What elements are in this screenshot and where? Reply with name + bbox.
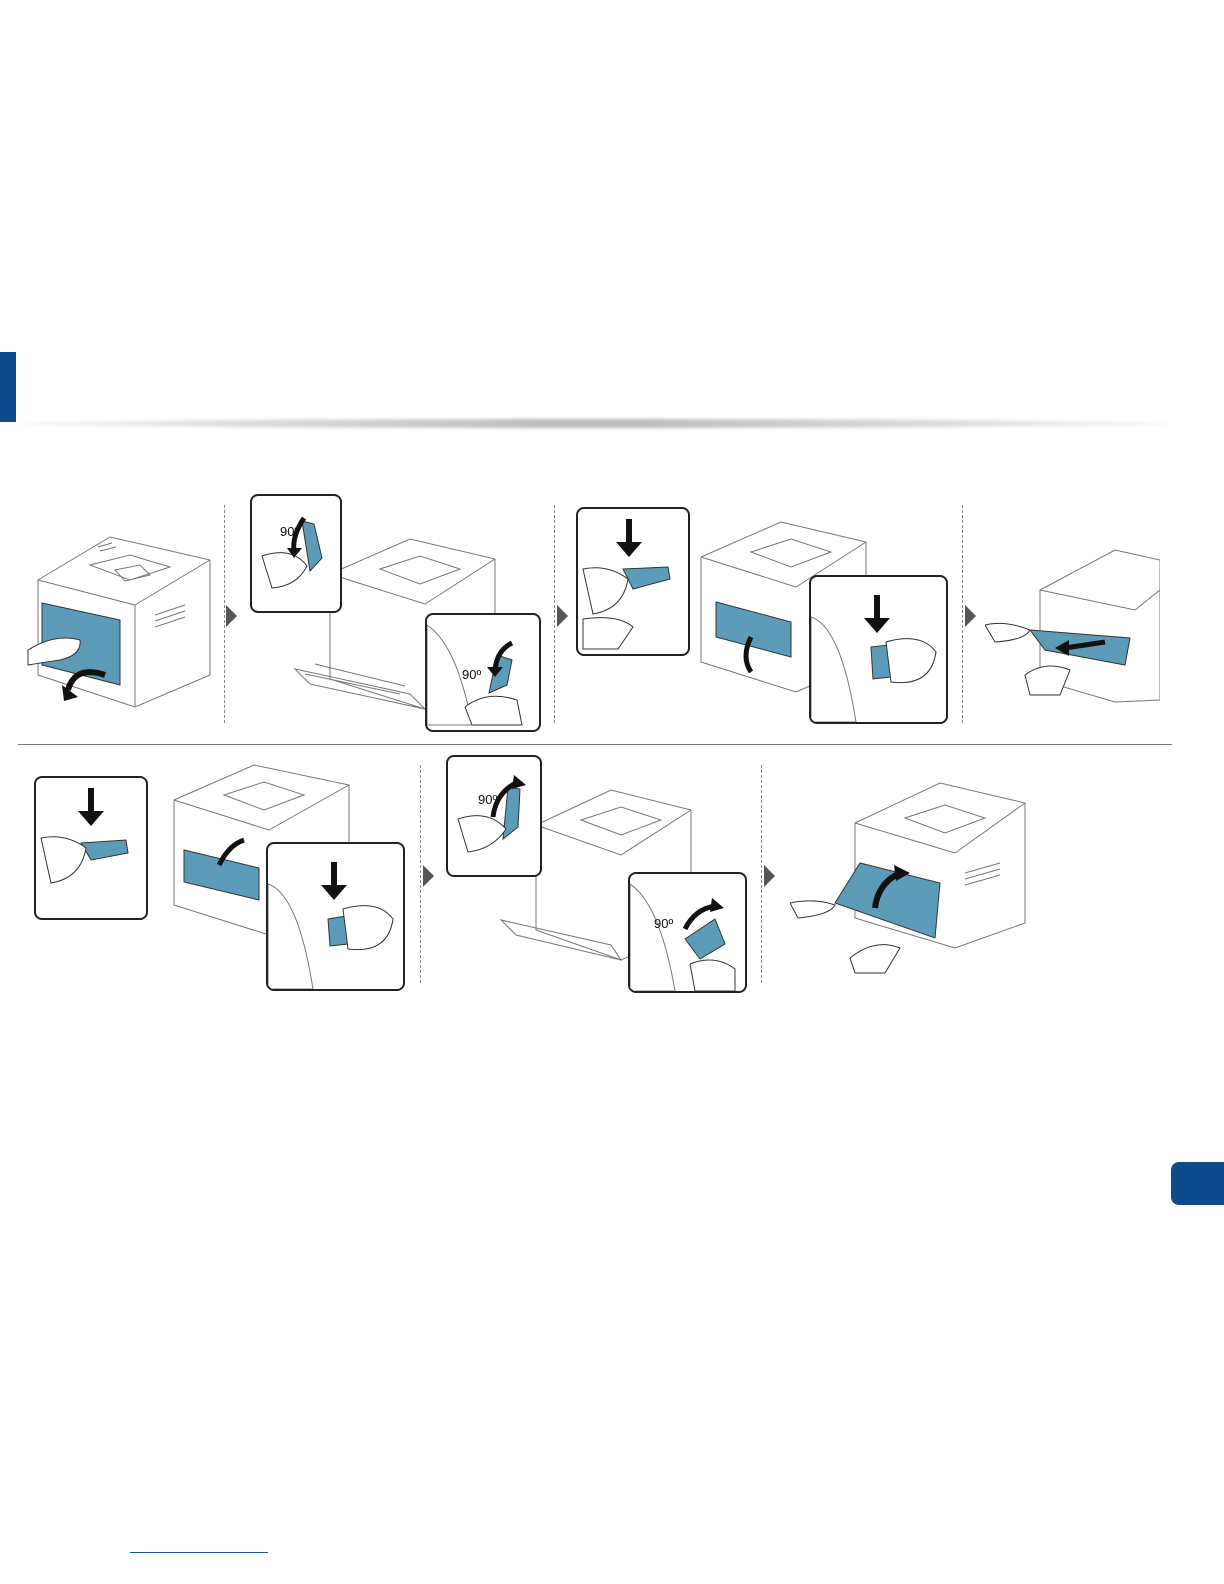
step-5-illustration [34, 760, 406, 990]
step-2-lower-inset: 90º [425, 613, 541, 732]
step-divider [554, 505, 555, 723]
step-3-right-inset [809, 575, 948, 724]
rotation-label: 90º [478, 792, 497, 807]
step-divider [224, 505, 225, 723]
rotation-label: 90º [462, 667, 481, 682]
step-5-right-inset [266, 842, 405, 991]
step-divider [420, 765, 421, 983]
step-7-illustration [790, 773, 1030, 978]
chapter-tab [0, 352, 16, 422]
footer-link-underline[interactable] [130, 1552, 268, 1553]
step-6-lower-inset: 90º [628, 872, 747, 993]
page-number-badge [1171, 1162, 1224, 1205]
step-6-upper-inset: 90º [446, 755, 542, 877]
step-4-illustration [985, 530, 1160, 705]
step-divider [962, 505, 963, 723]
next-step-arrow [423, 865, 434, 887]
step-5-left-inset [34, 776, 148, 920]
next-step-arrow [226, 605, 237, 627]
header-rule [18, 419, 1168, 428]
next-step-arrow [557, 605, 568, 627]
row-divider [18, 744, 1172, 745]
rotation-label: 90º [280, 524, 299, 539]
rotation-label: 90º [654, 916, 673, 931]
step-3-left-inset [576, 507, 690, 656]
next-step-arrow [764, 865, 775, 887]
step-3-illustration [576, 507, 948, 725]
step-2-illustration: 90º 90º [250, 494, 545, 732]
step-2-upper-inset: 90º [250, 494, 342, 613]
step-1-illustration [20, 525, 220, 715]
next-step-arrow [965, 605, 976, 627]
step-6-illustration: 90º 90º [446, 755, 748, 993]
step-divider [761, 765, 762, 983]
